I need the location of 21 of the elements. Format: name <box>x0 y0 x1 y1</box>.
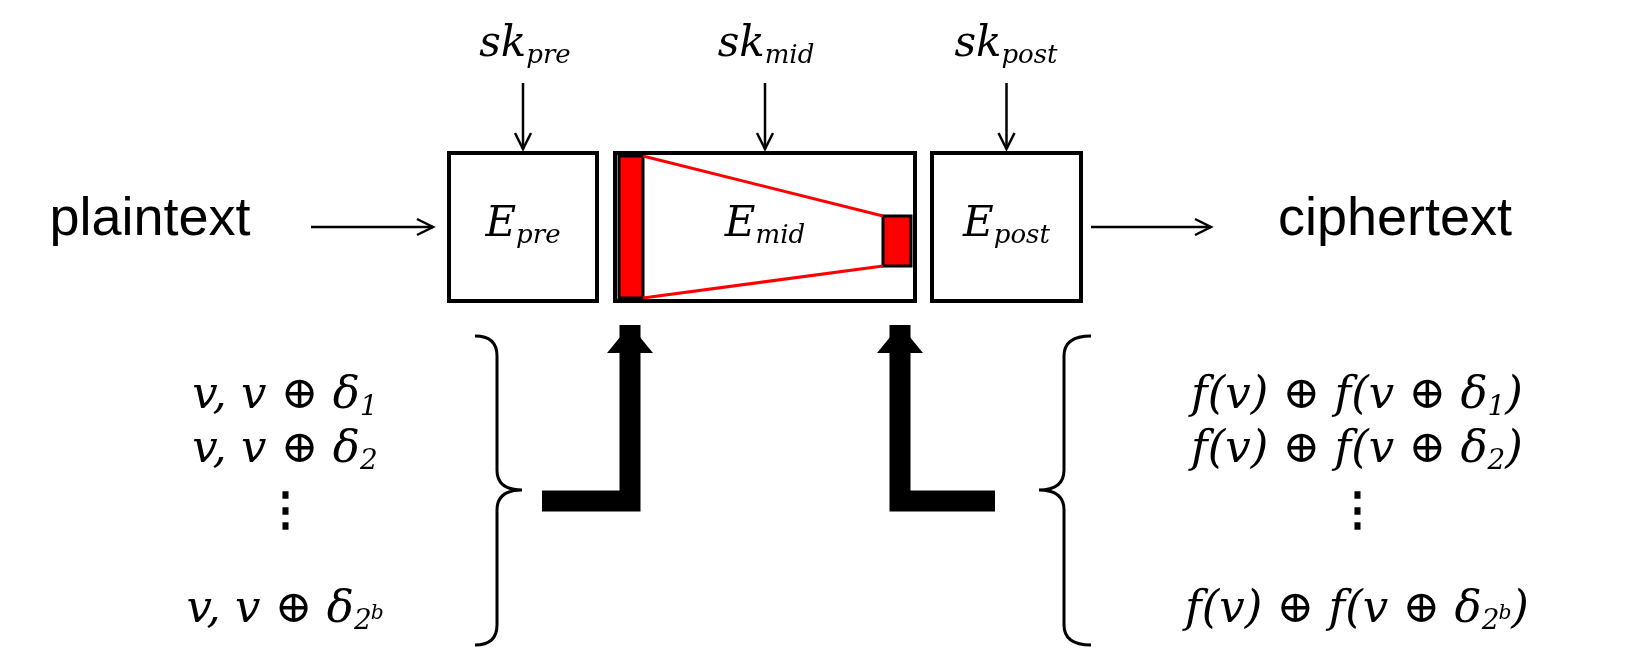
arrow <box>997 83 1016 151</box>
difference-formula: v, v ⊕ δ$_{1}$ <box>192 366 378 419</box>
block-label: E$_{mid}$ <box>724 197 806 246</box>
arrow <box>755 83 775 151</box>
subkey-label: sk$_{post}$ <box>954 17 1058 66</box>
block-label: E$_{pre}$ <box>485 197 561 246</box>
subkey-label: sk$_{mid}$ <box>717 17 815 66</box>
arrow <box>513 83 533 151</box>
arrow <box>1091 217 1213 237</box>
thick-arrow <box>877 325 995 512</box>
cipher-block-box <box>930 151 1083 303</box>
arrow <box>311 217 435 237</box>
text-label: ciphertext <box>1277 186 1513 246</box>
ellipsis-mark: ⋮ <box>262 482 308 535</box>
cipher-block-box <box>447 151 599 303</box>
ellipsis-mark: ⋮ <box>1334 482 1380 535</box>
block-label: E$_{post}$ <box>963 197 1050 246</box>
text-label: plaintext <box>49 186 251 246</box>
subkey-label: sk$_{pre}$ <box>479 17 571 66</box>
thick-arrow <box>542 325 653 512</box>
difference-formula: v, v ⊕ δ$_{2}$ <box>192 420 378 473</box>
